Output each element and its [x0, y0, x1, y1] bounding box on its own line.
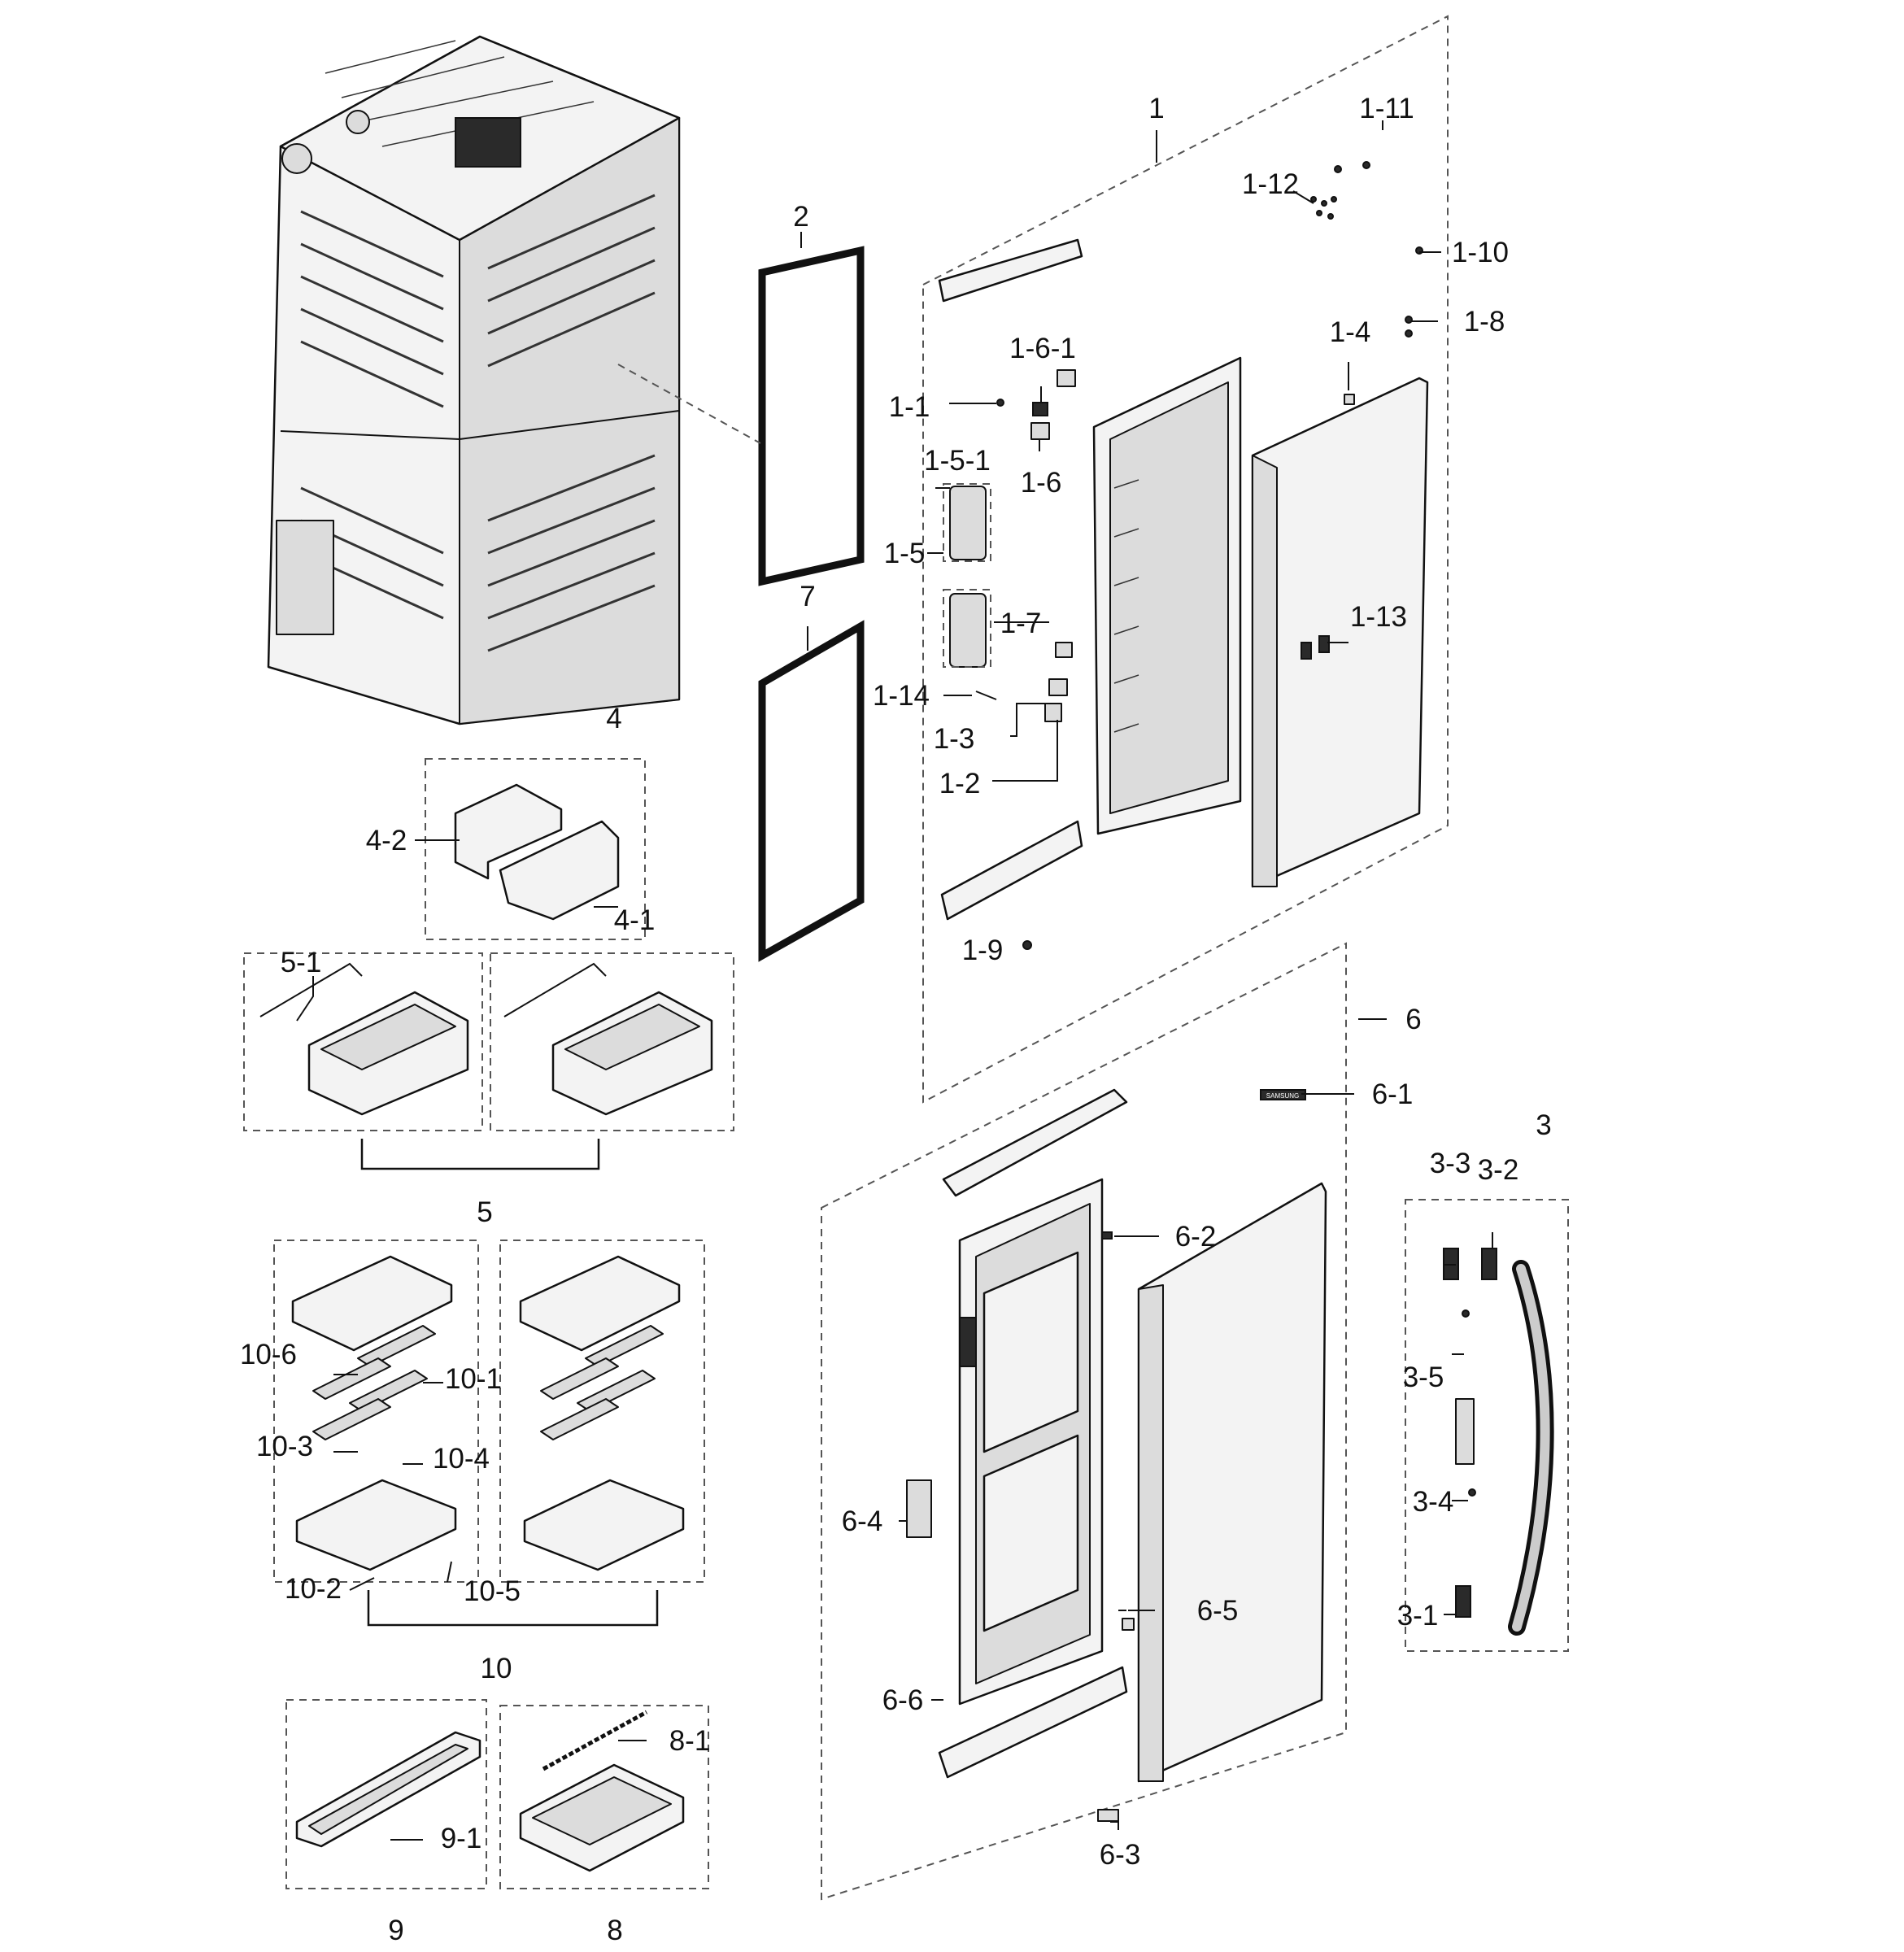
drawer-assembly-5a-outline [243, 952, 483, 1131]
label-1-5: 1-5 [884, 538, 926, 569]
label-10: 10 [481, 1653, 512, 1684]
fridge-door-gasket [758, 246, 865, 586]
label-1-12: 1-12 [1242, 168, 1299, 200]
door-assembly-1-outline [922, 15, 1449, 1104]
bin-parts [295, 1710, 685, 1872]
label-1-6: 1-6 [1021, 467, 1062, 499]
label-9-1: 9-1 [441, 1823, 482, 1854]
label-2: 2 [793, 201, 808, 233]
label-10-2: 10-2 [285, 1573, 342, 1605]
label-1-7: 1-7 [1000, 608, 1042, 639]
label-1-13: 1-13 [1350, 601, 1407, 633]
label-3-3: 3-3 [1430, 1148, 1471, 1179]
label-6-1: 6-1 [1372, 1078, 1414, 1110]
label-1-3: 1-3 [934, 723, 975, 755]
label-10-6: 10-6 [240, 1339, 297, 1370]
label-6: 6 [1405, 1004, 1421, 1035]
label-10-4: 10-4 [433, 1443, 490, 1475]
label-10-3: 10-3 [256, 1431, 313, 1462]
label-10-5: 10-5 [464, 1575, 521, 1607]
label-4: 4 [606, 703, 621, 734]
label-3-5: 3-5 [1403, 1362, 1444, 1393]
label-4-1: 4-1 [614, 904, 656, 936]
label-1-4: 1-4 [1330, 316, 1371, 348]
label-3-1: 3-1 [1397, 1600, 1439, 1632]
label-1-5-1: 1-5-1 [924, 445, 991, 477]
tray-assembly-10a-outline [273, 1240, 479, 1583]
label-7: 7 [800, 581, 815, 612]
guard-assembly-4-outline [425, 758, 646, 940]
label-5-1: 5-1 [281, 947, 322, 978]
label-1-14: 1-14 [873, 680, 930, 712]
handle-3-parts [1443, 1248, 1554, 1636]
bracket-10 [367, 1590, 659, 1627]
label-6-4: 6-4 [842, 1505, 883, 1537]
label-1-11: 1-11 [1359, 93, 1414, 124]
drawer-assembly-5b-outline [490, 952, 734, 1131]
control-board [455, 117, 521, 168]
samsung-logo-text: SAMSUNG [1266, 1092, 1299, 1100]
label-3-2: 3-2 [1478, 1154, 1519, 1186]
callout-labels: 1 1-1 1-2 1-3 1-4 1-5 1-5-1 1-6 1-6-1 1-… [240, 93, 1552, 1946]
bracket-5 [360, 1139, 600, 1170]
label-6-2: 6-2 [1175, 1221, 1217, 1253]
label-10-1: 10-1 [445, 1363, 502, 1395]
tray-10-parts [291, 1255, 685, 1571]
guard-4-parts [454, 783, 620, 921]
label-1-9: 1-9 [962, 935, 1004, 966]
tray-assembly-10b-outline [499, 1240, 705, 1583]
handle-assembly-3-outline [1405, 1199, 1569, 1652]
door-assembly-6-outline [821, 942, 1347, 1901]
label-1-1: 1-1 [889, 391, 930, 423]
label-3-4: 3-4 [1413, 1486, 1454, 1518]
label-8-1: 8-1 [669, 1725, 711, 1757]
label-1-2: 1-2 [939, 768, 981, 800]
label-9: 9 [388, 1915, 403, 1946]
label-3: 3 [1536, 1109, 1551, 1141]
label-6-3: 6-3 [1100, 1839, 1141, 1871]
bin-assembly-9-outline [285, 1699, 487, 1889]
door-1-parts [938, 161, 1429, 950]
label-4-2: 4-2 [366, 825, 407, 856]
label-5: 5 [477, 1196, 492, 1228]
door-6-parts: SAMSUNG [906, 1088, 1327, 1822]
refrigerator-cabinet [267, 35, 681, 725]
label-1-6-1: 1-6-1 [1009, 333, 1076, 364]
label-1: 1 [1148, 93, 1164, 124]
label-8: 8 [607, 1915, 622, 1946]
label-1-10: 1-10 [1452, 237, 1509, 268]
label-6-5: 6-5 [1197, 1595, 1239, 1627]
freezer-door-gasket [758, 620, 865, 962]
drawer-5-parts [259, 962, 713, 1116]
bin-assembly-8-outline [499, 1705, 709, 1889]
leader-lines [296, 120, 1493, 1841]
label-1-8: 1-8 [1464, 306, 1505, 338]
label-6-6: 6-6 [882, 1684, 924, 1716]
